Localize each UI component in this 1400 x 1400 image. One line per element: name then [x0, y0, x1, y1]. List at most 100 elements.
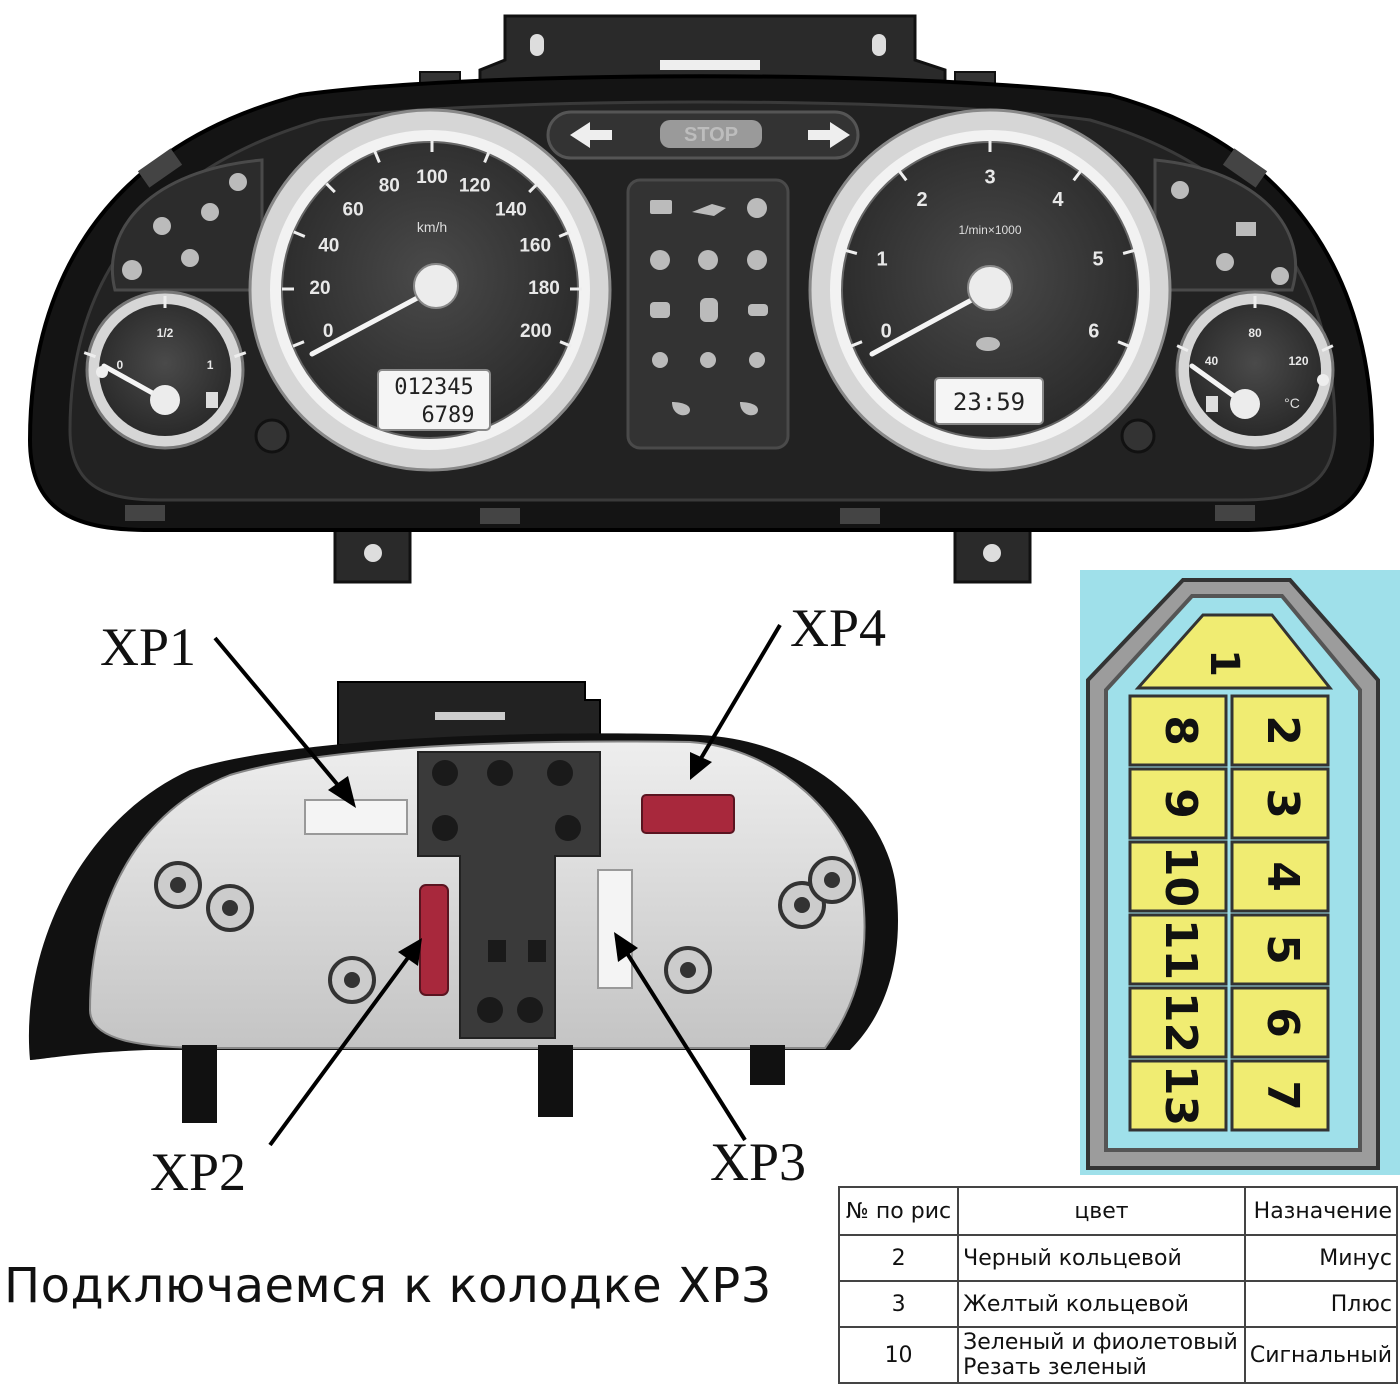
dial-tick — [83, 351, 97, 359]
clock-set-knob[interactable] — [1120, 418, 1156, 454]
fuel-tick-label: 0 — [117, 358, 124, 372]
pin-label: 4 — [1257, 861, 1308, 892]
pin-label: 6 — [1257, 1007, 1308, 1038]
leader-arrows — [213, 623, 782, 1147]
connector-xp3[interactable] — [597, 869, 633, 989]
table-row: 2 Черный кольцевой Минус — [837, 1234, 1399, 1282]
pin-label: 9 — [1155, 788, 1206, 819]
clip — [125, 505, 165, 521]
temperature-hub — [1230, 389, 1260, 419]
board-screws — [432, 760, 581, 1023]
pin-cell — [1128, 840, 1228, 913]
wiring-table: № по рис цвет Назначение 2 Черный кольце… — [837, 1186, 1399, 1384]
dial-tick — [1122, 248, 1136, 255]
fuel-hub — [150, 385, 180, 415]
speed-tick-label: 160 — [519, 236, 551, 257]
brake-icon — [698, 250, 718, 270]
connector-xp2[interactable] — [419, 884, 449, 996]
temp-tick-label: 40 — [1205, 354, 1219, 368]
fuel-tick-labels: 01/21 — [83, 296, 247, 372]
fuel-low-lamp — [96, 366, 108, 378]
speed-tick-label: 0 — [323, 321, 334, 342]
header-purpose: Назначение — [1243, 1186, 1399, 1236]
row-color: Желтый кольцевой — [957, 1280, 1246, 1328]
position-lights-icon — [700, 352, 716, 368]
warning-lamps — [650, 198, 768, 416]
pin-label: 13 — [1155, 1065, 1206, 1126]
rpm-tick-label: 6 — [1088, 320, 1099, 342]
caption: Подключаемся к колодке XP3 — [4, 1258, 772, 1314]
rpm-tick-label: 4 — [1052, 189, 1064, 211]
rpm-tick-label: 5 — [1092, 249, 1103, 271]
dial-tick — [293, 230, 306, 238]
rpm-tick-label: 2 — [917, 189, 928, 211]
rpm-tick-label: 1 — [876, 249, 887, 271]
trip-value: 6789 — [422, 403, 475, 428]
dial-tick — [373, 150, 381, 163]
high-beam-icon — [740, 402, 758, 416]
circuit-board — [417, 751, 601, 1039]
dial-tick — [558, 230, 571, 238]
row-color: Черный кольцевой — [957, 1234, 1246, 1282]
trailer-left-icon — [1216, 253, 1234, 271]
bracket-hole — [364, 544, 382, 562]
tachometer-hub — [967, 265, 1013, 311]
bracket-slot — [660, 60, 760, 70]
abs-icon — [747, 250, 767, 270]
speed-tick-label: 120 — [459, 176, 491, 197]
pin-1 — [1134, 613, 1334, 690]
header-num: № по рис — [837, 1186, 960, 1236]
pin-cell — [1128, 767, 1228, 840]
speed-tick-label: 20 — [309, 278, 330, 299]
tachometer-needle — [869, 287, 993, 357]
dial-tick — [1072, 169, 1083, 182]
turn-left-arrow-icon — [570, 122, 612, 148]
dial-tick — [233, 351, 247, 359]
dial-tick — [1321, 344, 1334, 353]
trailer-right-icon — [1271, 267, 1289, 285]
brand-logo-icon — [976, 337, 1000, 351]
turn-right-arrow-icon — [808, 122, 850, 148]
connector-xp1[interactable] — [304, 799, 408, 835]
pin-label: 12 — [1155, 992, 1206, 1053]
table-row: 3 Желтый кольцевой Плюс — [837, 1280, 1399, 1328]
connector-xp4[interactable] — [641, 794, 735, 834]
dial-tick — [325, 182, 336, 194]
dial-tick — [1117, 340, 1130, 348]
speed-tick-label: 180 — [528, 278, 560, 299]
trip-reset-knob[interactable] — [254, 418, 290, 454]
clip — [137, 148, 183, 188]
row-purpose: Минус — [1243, 1234, 1399, 1282]
fuel-gauge: 01/21 — [83, 290, 247, 450]
pin-label: 11 — [1155, 919, 1206, 980]
speed-tick-label: 40 — [318, 236, 339, 257]
rpm-unit: 1/min×1000 — [958, 223, 1021, 237]
label-xp2: XP2 — [150, 1142, 246, 1202]
speed-tick-label: 100 — [416, 167, 448, 188]
pin-cell — [1128, 1059, 1228, 1132]
pin-label: 5 — [1257, 934, 1308, 965]
door-open-icon — [700, 298, 718, 322]
fog-light-icon — [652, 352, 668, 368]
pin-cell — [1230, 986, 1330, 1059]
row-num: 10 — [837, 1326, 960, 1384]
table-row: 10 Зеленый и фиолетовый Резать зеленый С… — [837, 1326, 1399, 1384]
pin-label: 3 — [1257, 788, 1308, 819]
dial-tick — [897, 169, 908, 182]
row-purpose: Плюс — [1243, 1280, 1399, 1328]
clip — [840, 508, 880, 524]
speedometer-needle — [309, 285, 439, 357]
low-beam-icon — [672, 402, 690, 416]
label-xp3: XP3 — [710, 1132, 806, 1192]
coolant-temp-icon — [1206, 396, 1218, 412]
dial-tick — [1176, 344, 1189, 353]
glow-icon — [181, 249, 199, 267]
row-color-line1: Зеленый и фиолетовый — [963, 1330, 1238, 1355]
speed-unit: km/h — [417, 219, 447, 235]
label-xp1: XP1 — [100, 617, 196, 677]
instrument-cluster-front: STOP — [27, 14, 1375, 584]
